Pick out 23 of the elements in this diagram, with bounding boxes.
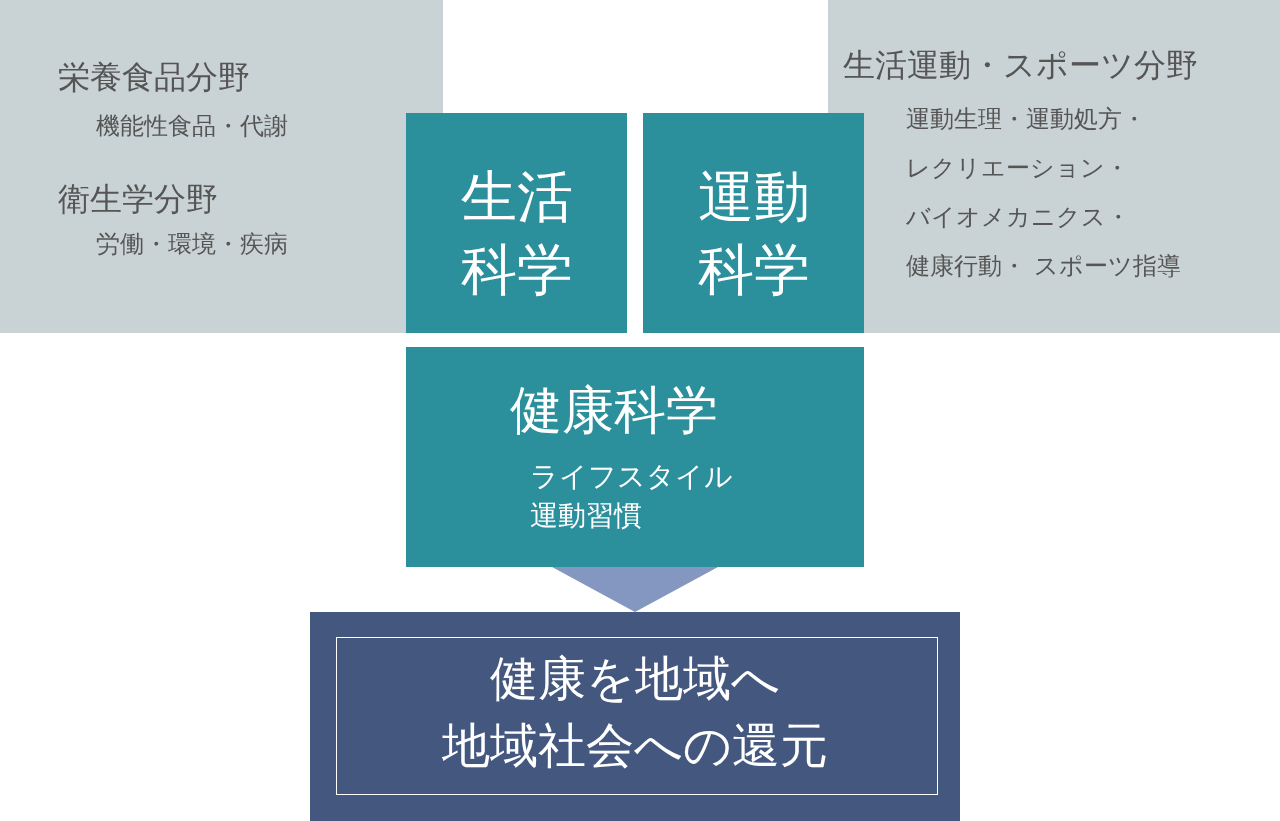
arrow xyxy=(552,567,718,612)
category-panel xyxy=(0,0,443,333)
topic-list: 健康行動・ スポーツ指導 xyxy=(906,252,1181,281)
field-box xyxy=(406,347,864,567)
field-title: 運動科学 xyxy=(696,163,811,304)
keyword: ライフスタイル xyxy=(530,460,733,494)
heading: 栄養食品分野 xyxy=(58,58,250,97)
topic-list: 労働・環境・疾病 xyxy=(96,230,288,259)
topic-list: バイオメカニクス・ xyxy=(906,203,1130,232)
heading: 健康を地域へ xyxy=(489,650,781,708)
topic-list: 運動生理・運動処方・ xyxy=(906,105,1146,134)
field-title: 生活科学 xyxy=(459,163,574,304)
heading: 健康科学 xyxy=(510,379,718,442)
goal-box xyxy=(310,612,960,821)
field-box xyxy=(406,113,627,333)
topic-list: 機能性食品・代謝 xyxy=(96,112,288,141)
category-panel xyxy=(828,0,1280,333)
heading: 生活運動・スポーツ分野 xyxy=(843,46,1198,85)
field-box xyxy=(643,113,864,333)
keyword: 運動習慣 xyxy=(530,499,642,533)
topic-list: レクリエーション・ xyxy=(906,154,1129,183)
heading: 地域社会への還元 xyxy=(441,717,829,775)
heading: 衛生学分野 xyxy=(58,180,218,219)
